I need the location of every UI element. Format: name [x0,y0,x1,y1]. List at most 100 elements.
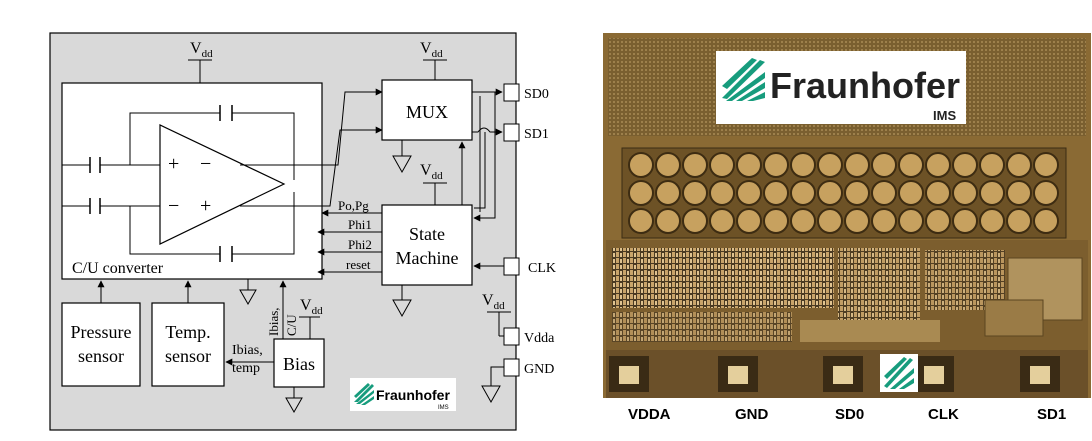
svg-text:sensor: sensor [165,346,211,366]
sensor-cell [1033,152,1059,178]
pad-label-gnd: GND [735,406,769,423]
svg-text:−: − [168,195,179,217]
pad-label-clk: CLK [928,406,959,423]
svg-text:CLK: CLK [528,261,556,276]
sensor-cell [1033,208,1059,234]
svg-text:C/U: C/U [284,314,299,336]
svg-text:SD1: SD1 [524,127,549,142]
sensor-cell [1006,208,1032,234]
sensor-cell [763,208,789,234]
sensor-cell [1006,152,1032,178]
pins: SD0 SD1 CLK Vdd Vdda GND [472,83,556,404]
sensor-cell [925,208,951,234]
svg-text:Vdd: Vdd [420,162,443,182]
svg-text:−: − [200,153,211,175]
svg-text:Ibias,: Ibias, [266,307,281,336]
svg-text:temp: temp [232,361,260,376]
svg-text:+: + [168,153,179,175]
sensor-cell [736,208,762,234]
svg-text:Vdda: Vdda [524,331,555,346]
svg-text:Po,Pg: Po,Pg [338,198,369,213]
svg-text:State: State [409,224,445,244]
chip-photo: Fraunhofer IMS VDDA GND SD0 CLK SD1 [603,33,1091,423]
sensor-cell [709,152,735,178]
sensor-cell [844,208,870,234]
svg-text:Pressure: Pressure [71,322,132,342]
sensor-cell [844,152,870,178]
sensor-cell [655,152,681,178]
sensor-cell [763,180,789,206]
svg-text:Phi1: Phi1 [348,217,372,232]
svg-text:SD0: SD0 [524,87,549,102]
bond-pad-metal [728,366,748,384]
sensor-cell [817,208,843,234]
sensor-cell [709,180,735,206]
mux-block: MUX Vdd [381,40,473,174]
sensor-cell [817,180,843,206]
sensor-cell [736,152,762,178]
sensor-cell [709,208,735,234]
sensor-cell [682,152,708,178]
opamp-symbol [159,124,286,245]
sensor-cell [871,152,897,178]
sensor-cell [628,152,654,178]
svg-text:Vdd: Vdd [300,297,323,317]
svg-text:Phi2: Phi2 [348,237,372,252]
pressure-sensor-block: Pressure sensor [61,280,141,387]
pad-label-sd1: SD1 [1037,406,1066,423]
svg-text:sensor: sensor [78,346,124,366]
sensor-cell [790,180,816,206]
mux-label: MUX [406,102,448,122]
sensor-cell [925,180,951,206]
svg-text:Vdd: Vdd [190,40,213,60]
sensor-cell [871,180,897,206]
sensor-cell [898,180,924,206]
sensor-cell [952,208,978,234]
pad-label-sd0: SD0 [835,406,864,423]
fraunhofer-logo-small: Fraunhofer IMS [350,378,456,411]
sensor-cell [655,180,681,206]
svg-text:Ibias,: Ibias, [232,343,263,358]
bond-pad-metal [833,366,853,384]
svg-text:Vdd: Vdd [420,40,443,60]
sensor-cell [871,208,897,234]
pad-label-vdda: VDDA [628,406,671,423]
pressure-sensor-array [628,152,1059,234]
sensor-cell [979,152,1005,178]
svg-text:IMS: IMS [933,108,956,123]
sensor-cell [979,180,1005,206]
sensor-cell [1033,180,1059,206]
fraunhofer-logo-large: Fraunhofer IMS [716,51,966,124]
sensor-cell [898,152,924,178]
sensor-cell [790,208,816,234]
sensor-cell [628,180,654,206]
sensor-cell [817,152,843,178]
sensor-cell [655,208,681,234]
sensor-cell [925,152,951,178]
sensor-cell [952,152,978,178]
svg-text:Machine: Machine [396,248,459,268]
bond-pad-metal [924,366,944,384]
bias-block: Bias Vdd Ibias, temp Ibias, C/U [225,280,325,414]
sensor-cell [628,208,654,234]
sensor-cell [682,208,708,234]
sensor-cell [790,152,816,178]
sensor-cell [1006,180,1032,206]
bond-pad-metal [619,366,639,384]
state-machine-block: State Machine Vdd [381,162,473,318]
svg-text:Bias: Bias [283,354,315,374]
svg-text:Fraunhofer: Fraunhofer [376,387,450,403]
svg-text:+: + [200,195,211,217]
sensor-cell [952,180,978,206]
svg-text:Fraunhofer: Fraunhofer [770,65,960,106]
control-signals: Po,Pg Phi1 Phi2 reset [317,198,382,276]
svg-text:IMS: IMS [438,405,449,411]
bond-pad-metal [1030,366,1050,384]
svg-text:Vdd: Vdd [482,292,505,312]
sensor-cell [979,208,1005,234]
bond-pads [609,356,1060,392]
schematic: + − − + C/U converter [49,32,556,431]
sensor-cell [736,180,762,206]
sensor-cell [844,180,870,206]
